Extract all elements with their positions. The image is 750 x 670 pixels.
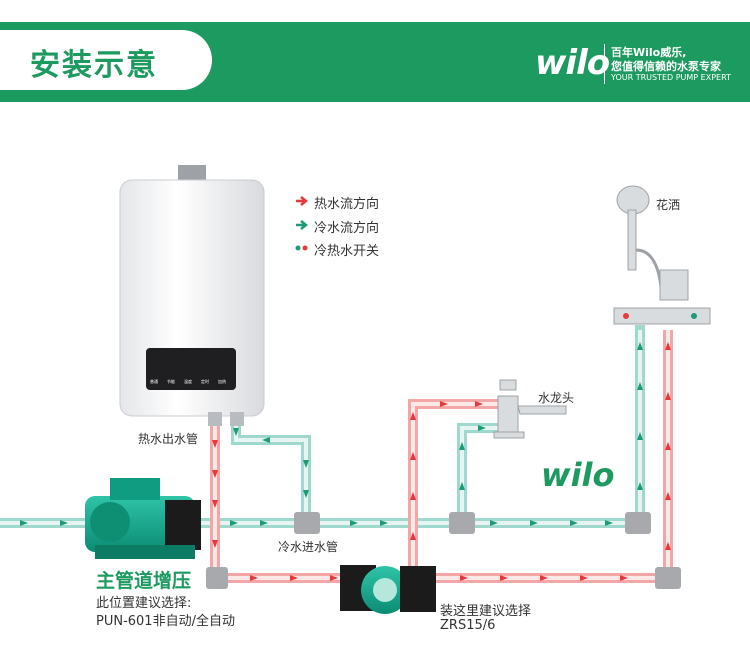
legend-switch: 冷热水开关 bbox=[314, 244, 380, 259]
shower-icon bbox=[613, 185, 711, 325]
cold-main-pipe bbox=[0, 325, 645, 528]
cold-faucet-branch bbox=[457, 423, 503, 525]
wilo-logo: wilo bbox=[535, 43, 610, 83]
svg-text:节能: 节能 bbox=[167, 378, 175, 384]
hot-outlet-label: 热水出水管 bbox=[138, 432, 199, 446]
slogan-line-3: YOUR TRUSTED PUMP EXPERT bbox=[611, 73, 731, 82]
legend-hot-arrow-icon bbox=[296, 196, 309, 206]
circulation-pump bbox=[340, 565, 436, 614]
legend-switch-hot-dot bbox=[302, 245, 308, 251]
tee-fitting-faucet bbox=[449, 512, 475, 534]
circ-pump-line2: ZRS15/6 bbox=[440, 618, 496, 633]
page-title: 安装示意 bbox=[30, 48, 158, 83]
logo-divider bbox=[604, 44, 605, 84]
faucet-icon bbox=[493, 379, 567, 439]
circ-pump-line1: 装这里建议选择 bbox=[440, 604, 532, 619]
heater-control-panel bbox=[146, 348, 236, 390]
title-pill bbox=[0, 30, 212, 90]
shower-label: 花洒 bbox=[656, 198, 681, 212]
switch-hot-dot bbox=[623, 313, 629, 319]
svg-text:加热: 加热 bbox=[218, 378, 226, 384]
elbow-fitting-hot-right bbox=[655, 567, 681, 589]
elbow-fitting-hot bbox=[206, 567, 228, 589]
hot-flow-arrows bbox=[212, 342, 671, 581]
heater-panel-buttons: 普通 节能 温度 定时 加热 bbox=[150, 378, 226, 384]
main-booster-pump bbox=[85, 478, 201, 559]
legend-switch-cold-dot bbox=[295, 245, 301, 251]
tee-fitting-cold bbox=[294, 512, 320, 534]
legend-hot: 热水流方向 bbox=[314, 197, 380, 212]
svg-text:温度: 温度 bbox=[184, 378, 192, 384]
switch-cold-dot bbox=[691, 313, 697, 319]
legend-cold: 冷水流方向 bbox=[314, 221, 380, 236]
slogan-line-2: 您值得信赖的水泵专家 bbox=[611, 60, 721, 73]
legend-cold-arrow-icon bbox=[296, 220, 309, 230]
pipe-fittings bbox=[206, 512, 681, 589]
faucet-label: 水龙头 bbox=[538, 391, 575, 405]
main-pump-title: 主管道增压 bbox=[96, 570, 192, 592]
cold-pipes bbox=[0, 325, 645, 528]
cold-heater-inlet bbox=[231, 417, 311, 525]
wilo-brand-mark: wilo bbox=[541, 456, 615, 494]
svg-text:普通: 普通 bbox=[150, 378, 158, 384]
svg-text:定时: 定时 bbox=[201, 378, 209, 384]
legend-icons bbox=[295, 196, 309, 251]
main-pump-line2: PUN-601非自动/全自动 bbox=[96, 614, 235, 629]
elbow-fitting-cold bbox=[625, 512, 651, 534]
water-heater: 普通 节能 温度 定时 加热 bbox=[119, 165, 265, 426]
cold-flow-arrows bbox=[20, 342, 643, 526]
slogan-line-1: 百年Wilo威乐, bbox=[611, 46, 687, 59]
cold-inlet-label: 冷水进水管 bbox=[278, 540, 339, 554]
main-pump-line1: 此位置建议选择: bbox=[96, 596, 192, 611]
